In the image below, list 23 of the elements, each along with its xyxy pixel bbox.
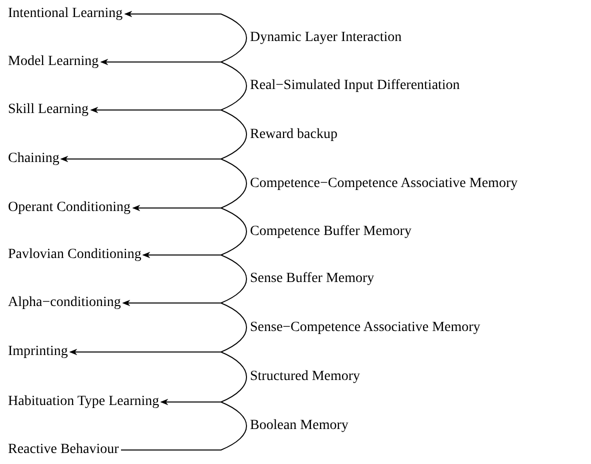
curved-arrow [132, 204, 247, 256]
level-label: Pavlovian Conditioning [8, 245, 142, 265]
level-label: Model Learning [8, 52, 99, 72]
edge-label: Sense−Competence Associative Memory [248, 318, 482, 336]
level-label: Reactive Behaviour [8, 440, 119, 460]
edge-label: Structured Memory [248, 368, 362, 386]
edge-label: Competence−Competence Associative Memory [248, 174, 520, 192]
edge-label: Dynamic Layer Interaction [248, 29, 404, 47]
curved-arrow [120, 398, 247, 450]
level-label: Imprinting [8, 342, 68, 362]
level-label: Habituation Type Learning [8, 392, 160, 412]
edge-label: Competence Buffer Memory [248, 222, 414, 240]
edge-label: Sense Buffer Memory [248, 270, 376, 288]
level-label: Alpha−conditioning [8, 293, 121, 313]
edge-label: Real−Simulated Input Differentiation [248, 77, 462, 95]
level-label: Chaining [8, 149, 60, 169]
level-label: Intentional Learning [8, 4, 123, 24]
curved-arrow [69, 348, 247, 402]
curved-arrow [60, 156, 247, 208]
level-label: Skill Learning [8, 100, 88, 120]
edge-label: Reward backup [248, 126, 340, 144]
edge-label: Boolean Memory [248, 417, 350, 435]
level-label: Operant Conditioning [8, 198, 130, 218]
